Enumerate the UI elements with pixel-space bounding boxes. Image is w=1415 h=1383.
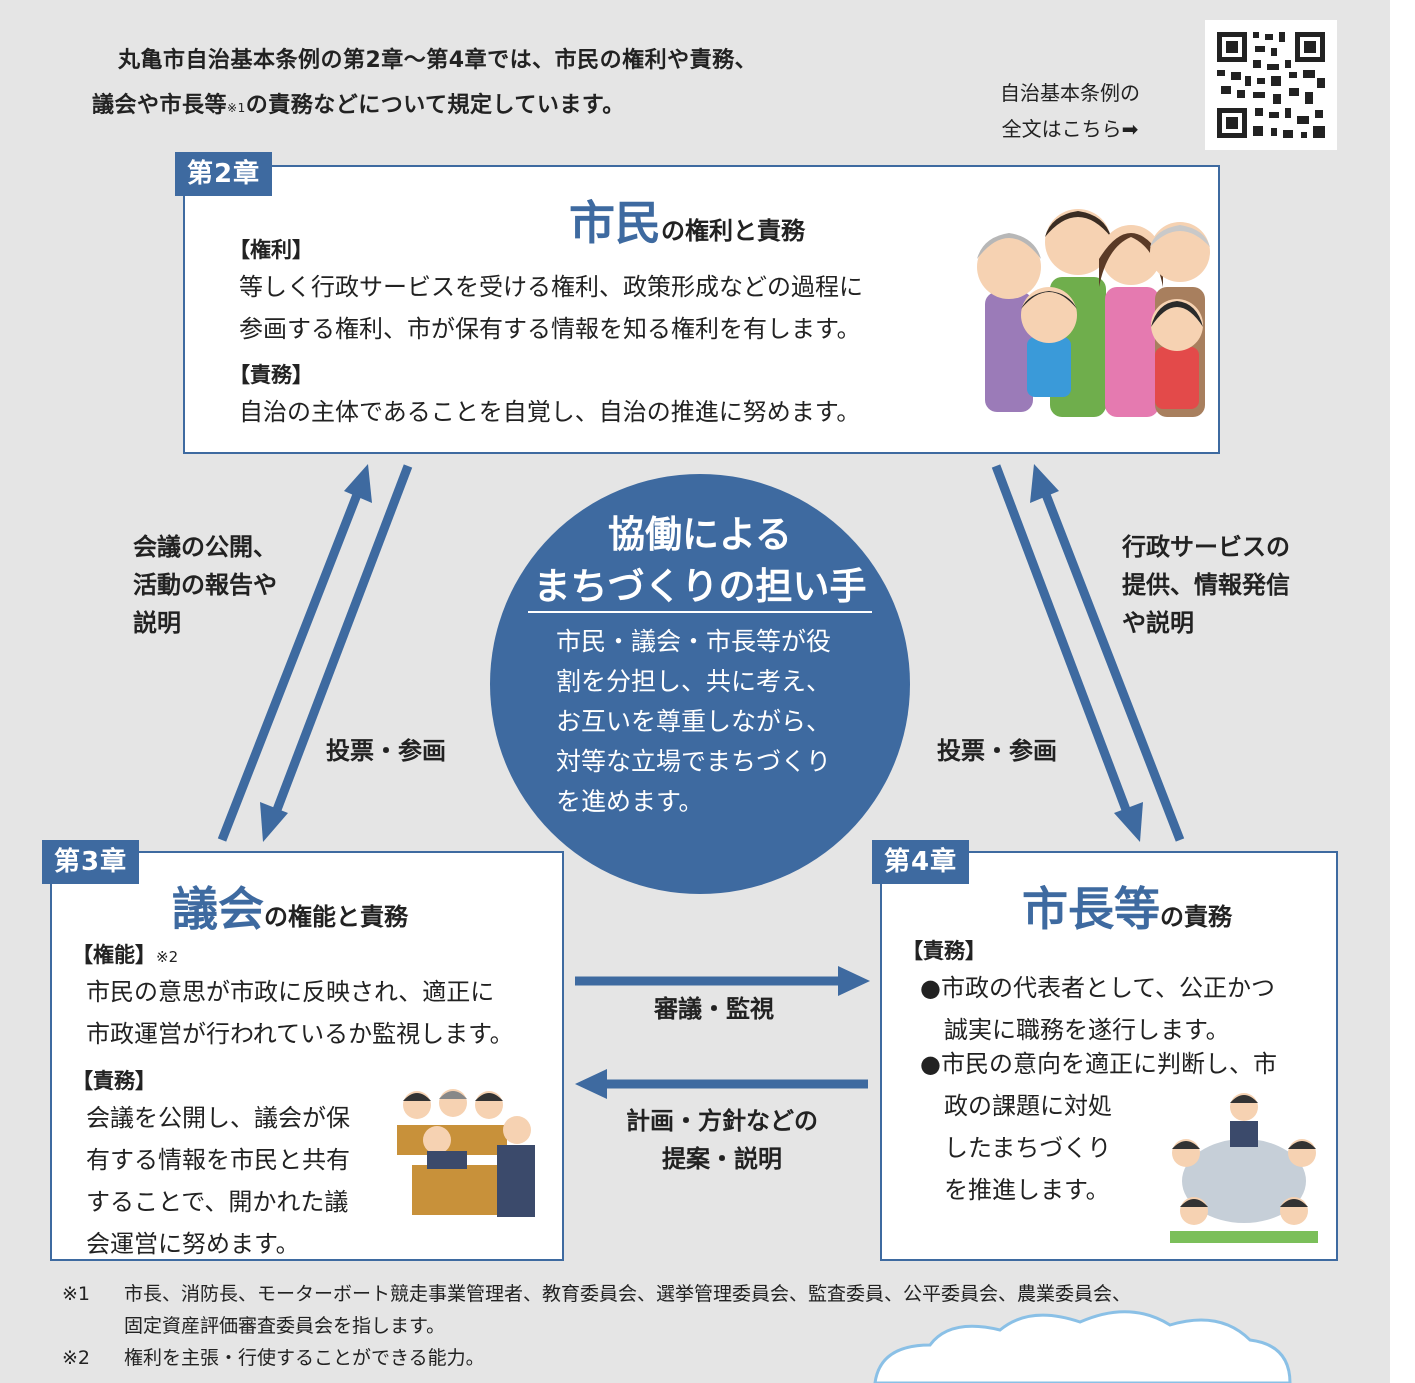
label-council-to-citizen: 会議の公開、 活動の報告や 説明	[133, 533, 277, 637]
mayor-heading: 市長等の責務	[1022, 882, 1232, 936]
label-citizen-to-mayor: 投票・参画	[937, 737, 1057, 765]
label-council-to-mayor: 審議・監視	[654, 995, 774, 1023]
citizen-duties-heading: 【責務】	[229, 363, 313, 387]
mayor-box: 市長等の責務 【責務】 ●市政の代表者として、公正かつ 誠実に職務を遂行します。…	[880, 851, 1338, 1261]
council-box: 議会の権能と責務 【権能】※2 市民の意思が市政に反映され、適正に 市政運営が行…	[50, 851, 564, 1261]
assembly-illustration	[397, 1089, 535, 1217]
council-powers-text: 市民の意思が市政に反映され、適正に 市政運営が行われているか監視します。	[86, 978, 514, 1048]
mayor-bullet-2: ●市民の意向を適正に判断し、市 政の課題に対処 したまちづくり を推進します。	[920, 1050, 1277, 1204]
qr-caption: 自治基本条例の 全文はこちら➡	[1000, 81, 1140, 141]
intro-line-1: 丸亀市自治基本条例の第2章～第4章では、市民の権利や責務、	[118, 48, 758, 73]
council-heading: 議会の権能と責務	[172, 882, 408, 936]
chapter-3-tag: 第3章	[42, 840, 140, 884]
family-illustration	[977, 209, 1210, 417]
arrow-mayor-to-citizen	[1040, 490, 1185, 842]
circle-body: 市民・議会・市長等が役 割を分担し、共に考え、 お互いを尊重しながら、 対等な立…	[556, 627, 832, 816]
circle-title-1: 協働による	[608, 513, 792, 556]
intro-line-2: 議会や市長等※1の責務などについて規定しています。	[92, 93, 625, 118]
circle-title-2: まちづくりの担い手	[533, 565, 867, 608]
arrow-citizen-to-council	[270, 464, 413, 817]
council-duties-heading: 【責務】	[72, 1069, 156, 1093]
meeting-illustration	[1170, 1093, 1318, 1243]
citizen-heading: 市民の権利と責務	[569, 196, 805, 250]
citizen-rights-heading: 【権利】	[229, 238, 313, 262]
mayor-duties-heading: 【責務】	[902, 939, 986, 963]
mayor-bullet-1: ●市政の代表者として、公正かつ 誠実に職務を遂行します。	[920, 974, 1276, 1044]
arrow-citizen-to-mayor	[991, 464, 1133, 817]
chapter-2-tag: 第2章	[175, 152, 273, 196]
citizen-rights-text: 等しく行政サービスを受ける権利、政策形成などの過程に 参画する権利、市が保有する…	[239, 273, 863, 343]
council-duties-text: 会議を公開し、議会が保 有する情報を市民と共有 することで、開かれた議 会運営に…	[86, 1104, 350, 1258]
citizen-box: 市民の権利と責務 【権利】 等しく行政サービスを受ける権利、政策形成などの過程に…	[183, 165, 1220, 454]
label-citizen-to-council: 投票・参画	[326, 737, 446, 765]
chapter-4-tag: 第4章	[872, 840, 970, 884]
label-mayor-to-citizen: 行政サービスの 提供、情報発信 や説明	[1122, 533, 1290, 637]
council-powers-heading: 【権能】※2	[72, 943, 179, 967]
citizen-duties-text: 自治の主体であることを自覚し、自治の推進に努めます。	[239, 398, 861, 426]
footnote-1-continuation: 固定資産評価審査委員会を指します。	[124, 1315, 446, 1337]
circle-divider	[528, 611, 872, 613]
arrow-council-to-citizen	[217, 490, 363, 842]
intro-text: 丸亀市自治基本条例の第2章～第4章では、市民の権利や責務、 議会や市長等※1の責…	[92, 38, 757, 131]
label-mayor-to-council: 計画・方針などの 提案・説明	[626, 1107, 818, 1173]
qr-code-icon[interactable]	[1205, 20, 1337, 150]
footnote-mark-1: ※1	[227, 101, 246, 115]
footnote-mark-2: ※2	[156, 948, 179, 966]
collaboration-circle: 協働による まちづくりの担い手 市民・議会・市長等が役 割を分担し、共に考え、 …	[490, 474, 910, 894]
